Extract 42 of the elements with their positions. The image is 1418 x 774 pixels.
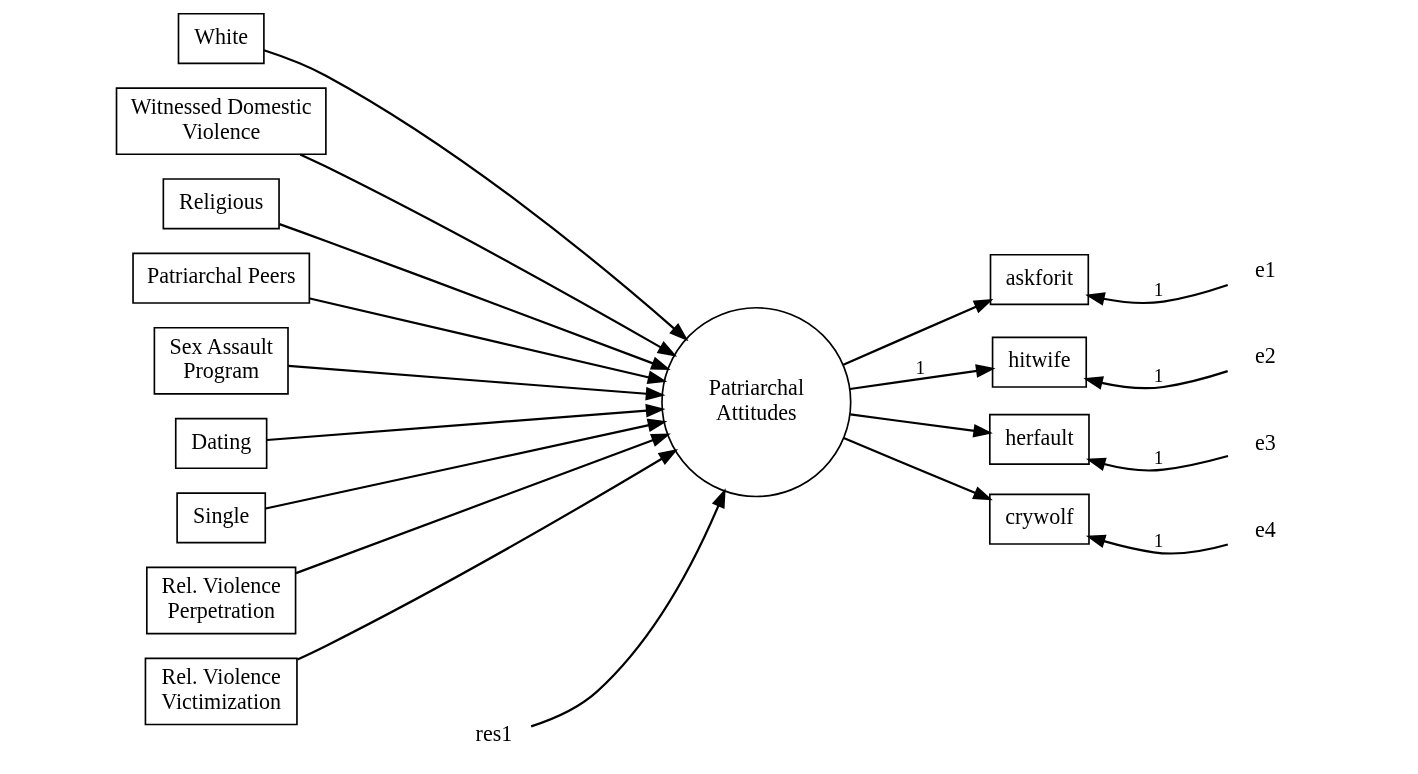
edge-label: 1	[1153, 364, 1163, 386]
edge-label: 1	[1153, 279, 1163, 301]
node-box: Religious	[162, 178, 280, 230]
node-box: Sex Assault Program	[153, 326, 289, 395]
edge-label: 1	[914, 356, 925, 378]
edge-label: 1	[1153, 530, 1163, 552]
arrow	[263, 49, 688, 342]
arrow	[264, 418, 667, 510]
arrow	[1085, 534, 1228, 555]
node-text: e4	[1254, 516, 1276, 542]
node-box: askforit	[989, 253, 1089, 306]
node-box: Patriarchal Peers	[131, 252, 310, 304]
node-box: White	[177, 12, 265, 65]
arrow	[309, 297, 667, 384]
arrow	[530, 488, 726, 728]
node-circle: Patriarchal Attitudes	[660, 306, 851, 498]
arrow	[295, 433, 671, 575]
arrow	[842, 437, 993, 501]
edge-label: 1	[1153, 447, 1163, 469]
node-box: Dating	[174, 417, 267, 470]
arrow	[849, 413, 993, 438]
arrow	[296, 449, 678, 661]
arrow	[1085, 454, 1228, 472]
node-box: Single	[175, 492, 266, 544]
node-box: Rel. Violence Victimization	[144, 657, 298, 726]
arrow	[266, 403, 665, 442]
node-text: res1	[475, 720, 512, 746]
node-box: crywolf	[988, 493, 1090, 545]
node-box: hitwife	[991, 336, 1087, 388]
node-box: Witnessed Domestic Violence	[115, 87, 327, 156]
node-text: e3	[1254, 430, 1276, 456]
arrow	[842, 299, 993, 366]
node-text: e2	[1254, 343, 1276, 369]
arrow	[1082, 370, 1228, 390]
node-box: herfault	[988, 413, 1090, 465]
arrow	[849, 364, 995, 391]
node-text: e1	[1254, 256, 1276, 282]
arrow	[1084, 283, 1228, 306]
node-box: Rel. Violence Perpetration	[145, 566, 296, 635]
arrow	[278, 223, 671, 371]
arrow	[299, 153, 677, 357]
arrow	[287, 364, 665, 401]
